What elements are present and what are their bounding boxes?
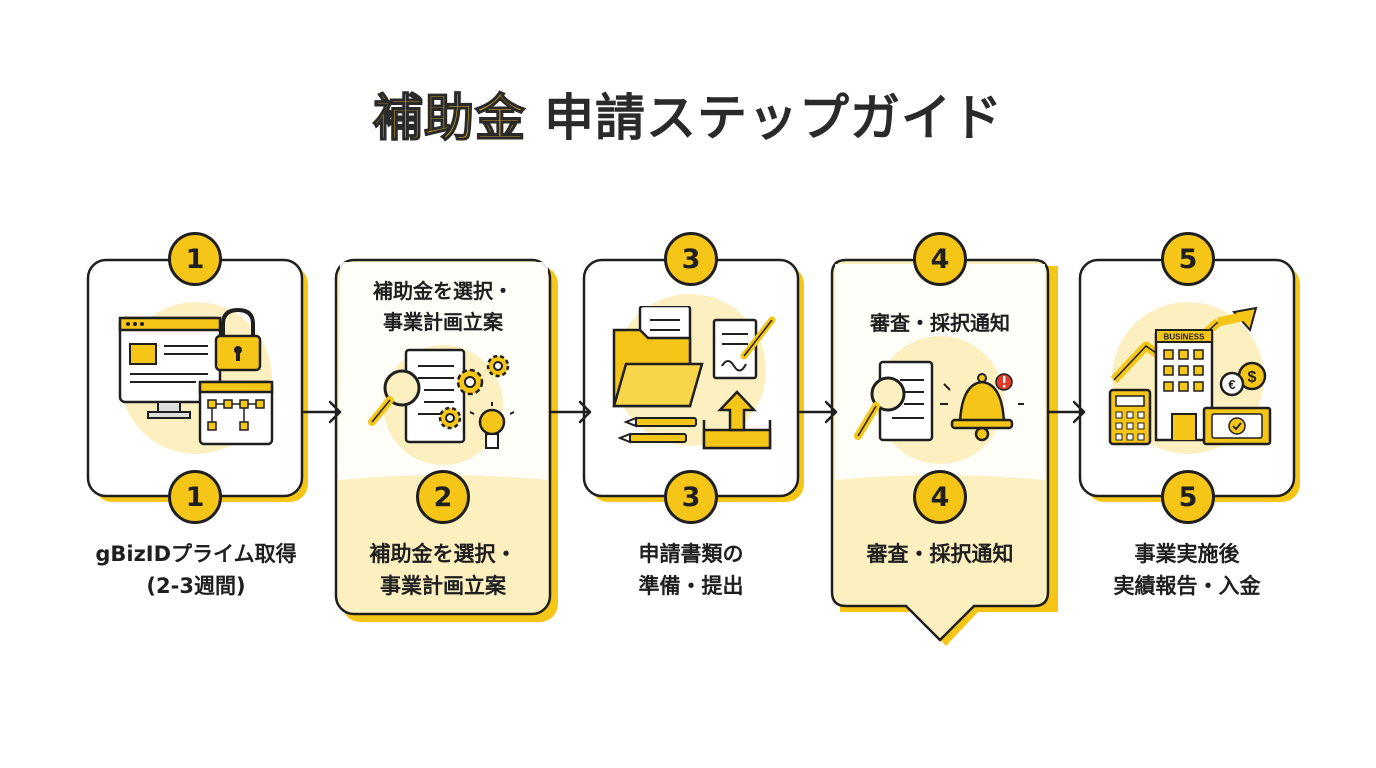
building-growth-icon: BUSINESS $ € — [1108, 306, 1272, 446]
step1-number: 1 — [168, 470, 222, 524]
step3-label: 申請書類の 準備・提出 — [638, 542, 744, 598]
svg-text:€: € — [1228, 377, 1235, 392]
calculator-icon — [1108, 388, 1152, 446]
upload-tray-icon — [702, 390, 772, 450]
browser-lock-icon — [118, 307, 274, 446]
step4-top-label: 審査・採択通知 — [870, 311, 1010, 335]
folder-icon — [612, 306, 776, 450]
step3-number: 3 — [664, 470, 718, 524]
lightbulb-icon — [469, 402, 515, 449]
pencils-icon — [617, 416, 697, 444]
step4-number-top: 4 — [913, 232, 967, 286]
step1-label: gBizIDプライム取得 (2-3週間) — [95, 542, 297, 598]
building-sign: BUSINESS — [1164, 333, 1206, 342]
title-rest: 申請ステップガイド — [544, 89, 1003, 147]
step5-label: 事業実施後 実績報告・入金 — [1113, 542, 1261, 598]
page-title: 補助金申請ステップガイド — [0, 78, 1376, 150]
magnifier-document-icon — [854, 360, 1024, 442]
gears-icon — [438, 354, 510, 430]
step4-number: 4 — [913, 470, 967, 524]
magnifier-document-icon — [368, 348, 515, 449]
svg-text:$: $ — [1248, 369, 1257, 386]
title-highlight: 補助金 — [372, 88, 526, 148]
step2-number: 2 — [416, 470, 470, 524]
step3-number-top: 3 — [664, 232, 718, 286]
step4-label: 審査・採択通知 — [866, 542, 1014, 566]
step5-number: 5 — [1161, 470, 1215, 524]
banknote-icon — [1202, 406, 1272, 446]
bell-alert-icon — [940, 373, 1024, 442]
step1-number-top: 1 — [168, 232, 222, 286]
step2-label: 補助金を選択・ 事業計画立案 — [369, 542, 517, 598]
step5-number-top: 5 — [1161, 232, 1215, 286]
connector-arrows — [300, 400, 1086, 424]
coins-icon: $ € — [1219, 361, 1267, 397]
signed-document-icon — [712, 316, 776, 380]
step2-top-label: 補助金を選択・ 事業計画立案 — [373, 279, 513, 334]
